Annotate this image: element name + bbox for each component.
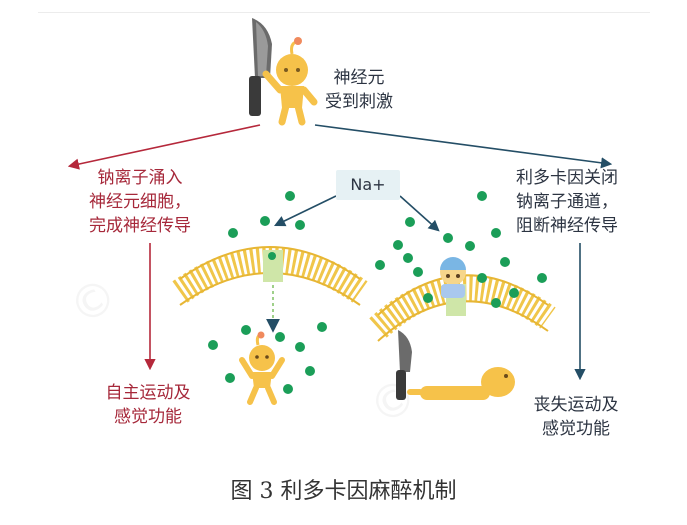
na-arrow-right (399, 195, 440, 232)
sodium-influx-label: 钠离子涌入 神经元细胞， 完成神经传导 (89, 168, 191, 236)
diagram-panel: © © (40, 14, 650, 460)
figure-caption: 图 3 利多卡因麻醉机制 (230, 479, 457, 504)
sodium-channel-open (263, 250, 283, 282)
neuron-stimulated-label: 神经元 受到刺激 (325, 68, 393, 112)
sodium-ion-label: Na+ (336, 170, 400, 200)
motor-sensory-function-label: 自主运动及 感觉功能 (105, 383, 191, 427)
right-branch-arrow (314, 124, 613, 169)
active-figure-icon (239, 331, 285, 405)
top-divider (38, 12, 650, 13)
knife-icon (249, 18, 272, 116)
left-cell-membrane (172, 246, 368, 333)
lidocaine-block-label: 利多卡因关闭 钠离子通道， 阻断神经传导 (516, 168, 618, 236)
sodium-ions (208, 191, 547, 394)
knife-icon (396, 330, 412, 400)
loss-motor-sensory-function-label: 丧失运动及 感觉功能 (533, 395, 619, 439)
lidocaine-figure-icon (440, 257, 466, 298)
neuron-figure-icon (262, 37, 318, 126)
anesthesia-mechanism-diagram (67, 18, 613, 405)
na-arrow-left (273, 195, 337, 227)
lying-figure-icon (407, 367, 515, 400)
left-branch-arrow (67, 124, 261, 170)
